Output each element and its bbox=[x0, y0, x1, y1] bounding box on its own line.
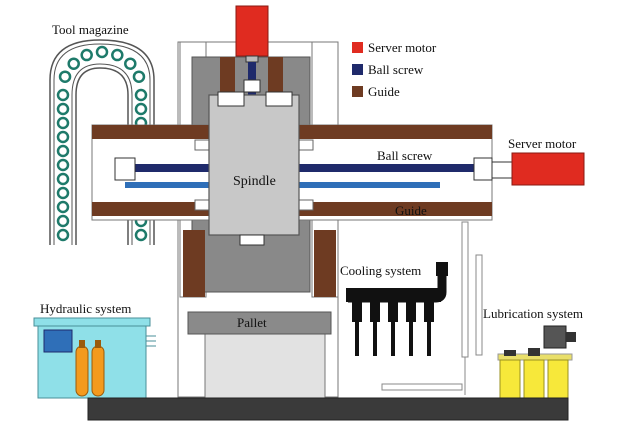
ball-screw-label: Ball screw bbox=[377, 148, 433, 163]
tool-pocket bbox=[56, 200, 70, 214]
spindle-label: Spindle bbox=[233, 174, 276, 189]
guide-label: Guide bbox=[395, 203, 427, 218]
lubrication-system bbox=[497, 325, 576, 401]
server-motor-label: Server motor bbox=[508, 136, 577, 151]
tool-pocket bbox=[56, 172, 70, 186]
tool-pocket bbox=[134, 228, 148, 242]
x-axis-motor bbox=[491, 152, 585, 186]
tool-pocket bbox=[56, 228, 70, 242]
coolant-nozzle-tip bbox=[391, 322, 395, 356]
tool-pocket bbox=[56, 158, 70, 172]
coolant-nozzle-tip bbox=[427, 322, 431, 356]
coolant-nozzle bbox=[424, 302, 434, 322]
tool-pocket bbox=[80, 48, 93, 62]
spindle-slide bbox=[194, 91, 314, 246]
tool-pocket bbox=[124, 57, 137, 70]
legend-swatch-ball-screw bbox=[352, 64, 363, 75]
pallet-label: Pallet bbox=[237, 315, 267, 330]
tool-pocket bbox=[58, 70, 72, 83]
coolant-nozzle-tip bbox=[373, 322, 377, 356]
hydraulic-system bbox=[33, 317, 156, 399]
machine-base bbox=[87, 397, 569, 421]
tool-pocket bbox=[56, 144, 70, 158]
z-axis-motor bbox=[235, 5, 269, 100]
tool-pocket bbox=[95, 45, 109, 59]
coolant-nozzle bbox=[406, 302, 416, 322]
tool-pocket bbox=[132, 70, 146, 83]
lubrication-system-label: Lubrication system bbox=[483, 306, 583, 321]
tool-pocket bbox=[134, 102, 148, 116]
pallet-table bbox=[187, 311, 332, 399]
coolant-nozzle bbox=[352, 302, 362, 322]
tool-pocket bbox=[111, 48, 124, 62]
coolant-nozzles bbox=[352, 302, 434, 356]
tool-magazine-label: Tool magazine bbox=[52, 22, 129, 37]
tool-pocket bbox=[56, 88, 70, 102]
tool-pocket bbox=[56, 130, 70, 144]
tool-pocket bbox=[56, 214, 70, 228]
tool-pocket bbox=[67, 57, 80, 70]
tool-pocket bbox=[134, 88, 148, 102]
tool-pocket bbox=[56, 116, 70, 130]
legend-label-guide: Guide bbox=[368, 84, 400, 99]
hydraulic-system-label: Hydraulic system bbox=[40, 301, 131, 316]
legend-label-ball-screw: Ball screw bbox=[368, 62, 424, 77]
legend-label-server-motor: Server motor bbox=[368, 40, 437, 55]
tool-pocket bbox=[56, 102, 70, 116]
legend: Server motor Ball screw Guide bbox=[352, 40, 437, 99]
legend-swatch-guide bbox=[352, 86, 363, 97]
tool-pocket bbox=[56, 186, 70, 200]
cooling-system-label: Cooling system bbox=[340, 263, 421, 278]
coolant-nozzle bbox=[388, 302, 398, 322]
legend-swatch-server-motor bbox=[352, 42, 363, 53]
lubrication-piping bbox=[381, 221, 483, 395]
coolant-nozzle-tip bbox=[409, 322, 413, 356]
cooling-system bbox=[346, 262, 448, 356]
coolant-nozzle bbox=[370, 302, 380, 322]
coolant-nozzle-tip bbox=[355, 322, 359, 356]
